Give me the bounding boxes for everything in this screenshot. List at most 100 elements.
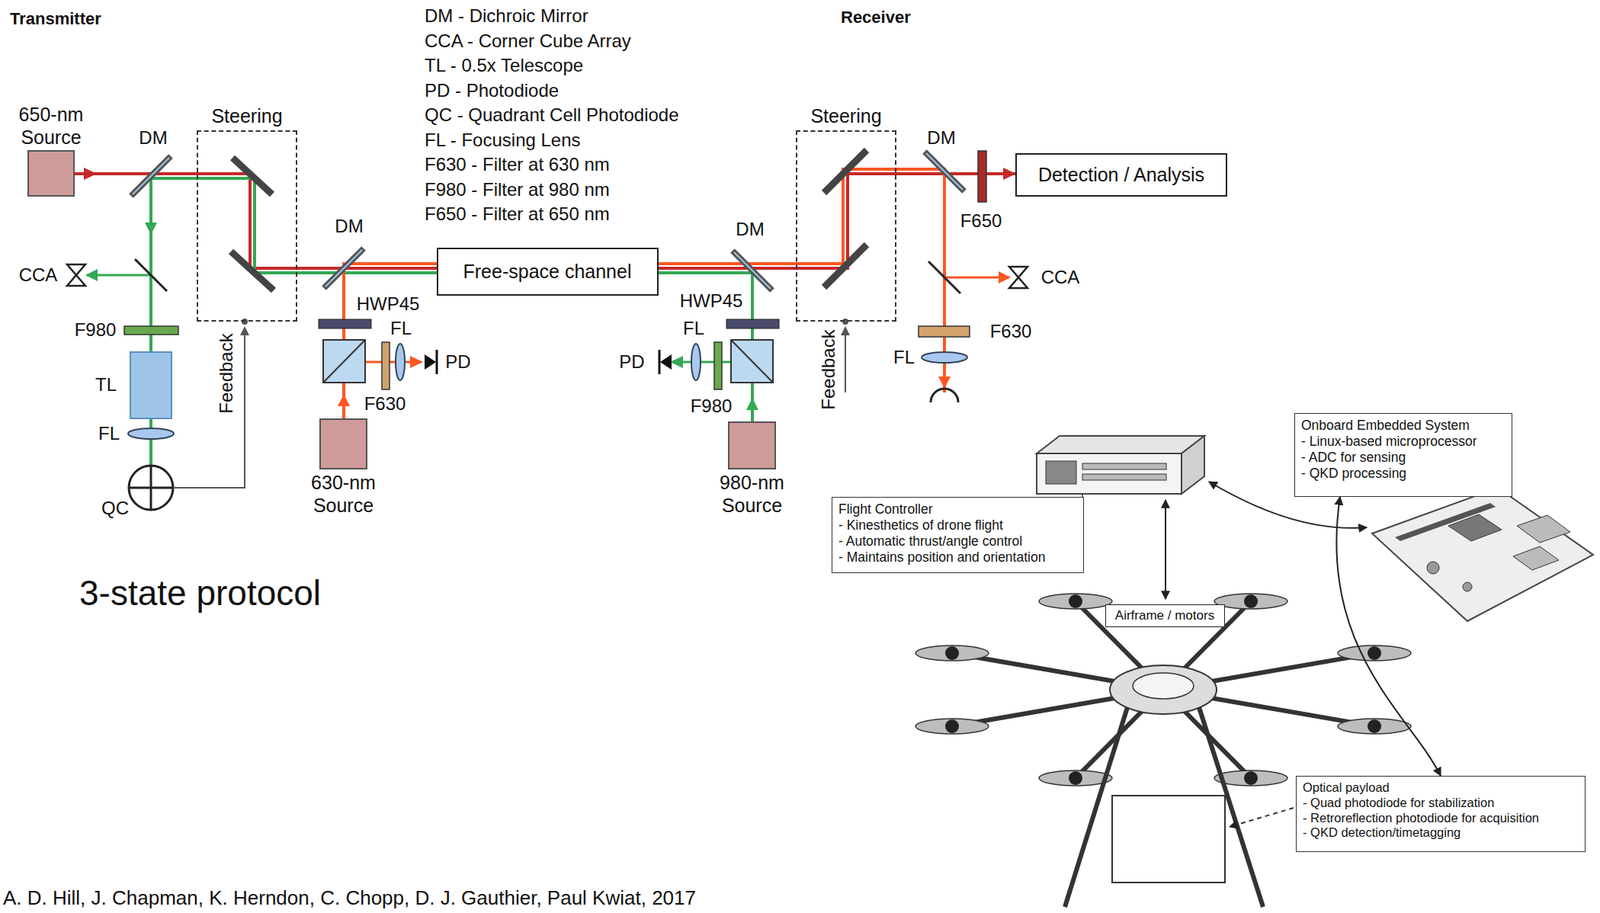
part-label: DM (334, 215, 363, 238)
motor (1367, 719, 1382, 734)
propeller (915, 718, 989, 735)
part-label: DM (735, 218, 764, 241)
part-label: CCA (1041, 266, 1081, 289)
box-bullet: - Automatic thrust/angle control (838, 533, 1078, 550)
box-heading: Optical payload (1302, 780, 1579, 796)
arrowhead (670, 355, 683, 369)
steering-box: Steering (196, 130, 298, 322)
quadrant-cell (128, 465, 174, 510)
dichroic-mirror (132, 157, 170, 195)
node-text: Airframe / motors (1115, 608, 1215, 624)
arrowhead (998, 271, 1011, 284)
motor (945, 646, 959, 661)
box-bullet: - Linux-based microprocessor (1301, 433, 1506, 450)
channel-box: Free-space channel (436, 247, 659, 296)
dichroic-mirror (732, 250, 773, 291)
payload-housing (1112, 795, 1225, 883)
part-label: FL (682, 317, 705, 340)
part-label: QC (101, 497, 129, 520)
node-text: Detection / Analysis (1038, 163, 1205, 186)
dichroic-mirror (131, 156, 171, 196)
box-bullet: - Maintains position and orientation (838, 549, 1078, 566)
source-box: 980-nm Source (727, 421, 776, 470)
part-label: F630 (364, 393, 407, 415)
part-label: HWP45 (679, 290, 744, 312)
abbreviation: F650 - Filter at 650 nm (424, 203, 610, 225)
info-box: Optical payload- Quad photodiode for sta… (1295, 775, 1586, 853)
box-heading: Flight Controller (838, 501, 1078, 518)
corner-cube (1009, 266, 1028, 289)
lens (921, 352, 968, 363)
propeller (915, 645, 989, 661)
part-label: F980 (690, 395, 733, 417)
label-box: Airframe / motors (1105, 604, 1225, 628)
propeller (1337, 718, 1411, 735)
part-label: TL (95, 374, 117, 396)
abbreviation: FL - Focusing Lens (424, 129, 581, 151)
feedback-dot (842, 318, 849, 325)
board-port (1516, 515, 1571, 543)
board-part (1462, 582, 1472, 592)
node-text: 630-nm Source (298, 471, 390, 517)
node-text: Steering (810, 104, 882, 128)
photodiode (424, 354, 437, 370)
filter-630 (381, 342, 390, 390)
part-label: FL (893, 346, 915, 369)
section-heading: Transmitter (9, 9, 102, 29)
detection-box: Detection / Analysis (1015, 153, 1228, 197)
node-text: 980-nm Source (706, 471, 799, 517)
drone-body (1132, 673, 1194, 699)
part-label: F650 (960, 210, 1003, 232)
abbreviation: F630 - Filter at 630 nm (424, 153, 610, 176)
steering-box: Steering (795, 130, 897, 322)
abbreviation: F980 - Filter at 980 nm (424, 179, 610, 201)
embedded-board (1372, 487, 1594, 622)
part-label: DM (138, 127, 167, 149)
dashed-pointer (1229, 808, 1294, 828)
drone-props (915, 593, 1411, 786)
box-heading: Onboard Embedded System (1301, 417, 1506, 434)
double-arrow (1164, 500, 1167, 600)
beam-splitter (134, 259, 167, 292)
node-text: Steering (211, 104, 283, 128)
polarizing-beam-splitter (731, 339, 773, 383)
beam-630 (658, 169, 945, 393)
node-text: 650-nm Source (5, 102, 97, 149)
abbreviation: TL - 0.5x Telescope (424, 54, 584, 77)
steering-mirror (230, 251, 274, 291)
photodiode (658, 349, 661, 375)
motor (1068, 771, 1083, 786)
arrowhead (85, 269, 98, 282)
signal-label: Feedback (817, 329, 840, 410)
arrowhead (337, 394, 350, 407)
part-label: CCA (19, 264, 58, 286)
caption: A. D. Hill, J. Chapman, K. Herndon, C. C… (3, 887, 696, 911)
board-port (1513, 546, 1559, 571)
steering-mirror (824, 150, 867, 193)
node-text: Free-space channel (463, 260, 632, 283)
source-box: 630-nm Source (319, 418, 368, 470)
dichroic-mirror (734, 252, 771, 289)
steering-mirror (824, 244, 867, 288)
source-box: 650-nm Source (27, 150, 75, 197)
controller-hardware (1181, 436, 1205, 494)
feedback-wire (173, 332, 245, 488)
box-bullet: - Retroreflection photodiode for acquisi… (1302, 811, 1579, 827)
photodiode (660, 354, 672, 370)
motor (1244, 771, 1258, 786)
motor (1367, 646, 1382, 661)
part-label: HWP45 (356, 293, 421, 315)
quadrant-cell (150, 465, 153, 510)
lens (395, 343, 405, 381)
controller-hardware (1036, 436, 1205, 454)
connector (1336, 496, 1441, 776)
title: 3-state protocol (79, 573, 321, 614)
feedback-wire (844, 332, 847, 393)
lens (128, 428, 174, 440)
arrowhead (144, 222, 158, 235)
telescope (130, 352, 172, 419)
part-label: F630 (990, 320, 1033, 343)
section-heading: Receiver (840, 7, 911, 27)
